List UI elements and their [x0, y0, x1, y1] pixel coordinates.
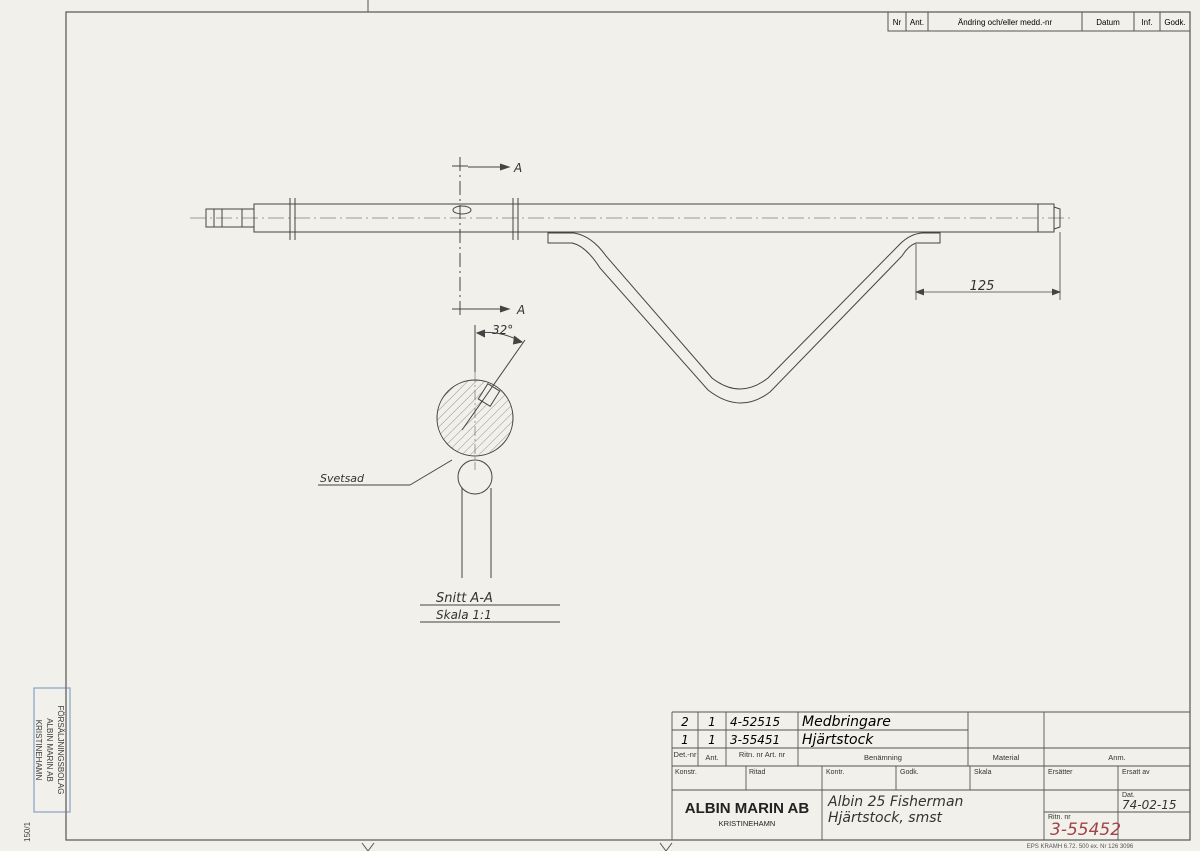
part-det: 2: [681, 715, 689, 729]
company-city: KRISTINEHAMN: [719, 819, 776, 828]
part-ant: 1: [708, 715, 716, 729]
header-ant: Ant.: [705, 753, 718, 762]
left-margin-code: 150/1: [23, 821, 32, 842]
label-ersatt-av: Ersatt av: [1122, 769, 1150, 776]
section-label-top: A: [513, 161, 522, 175]
stamp-line2: ALBIN MARIN AB: [45, 718, 54, 782]
label-ritn-nr: Ritn. nr: [1048, 814, 1071, 821]
header-name: Benämning: [864, 753, 902, 762]
footer-print-info: EPS KRAMH 6.72. 500 ex. Nr 126 3096: [1027, 844, 1134, 850]
part-ant: 1: [708, 733, 716, 747]
header-material: Material: [993, 753, 1020, 762]
part-ritn: 4-52515: [730, 715, 780, 729]
part-ritn: 3-55451: [730, 733, 780, 747]
label-konstr: Konstr.: [675, 769, 697, 776]
header-ritn: Ritn. nr Art. nr: [739, 750, 786, 759]
part-det: 1: [681, 733, 689, 747]
rev-header-ant: Ant.: [910, 18, 924, 27]
stamp-line3: KRISTINEHAMN: [34, 720, 43, 781]
header-anm: Anm.: [1108, 753, 1126, 762]
parts-list: [671, 711, 1190, 840]
center-mark-bottom: [361, 842, 375, 851]
drawing-frame: [65, 11, 1191, 841]
header-det: Det.-nr: [674, 750, 697, 759]
label-godk: Godk.: [900, 769, 919, 776]
section-label-bottom: A: [516, 303, 525, 317]
rev-header-godk: Godk.: [1164, 18, 1185, 27]
label-ersatter: Ersätter: [1048, 769, 1073, 776]
label-ritad: Ritad: [749, 769, 765, 776]
label-kontr: Kontr.: [826, 769, 844, 776]
rev-header-inf: Inf.: [1141, 18, 1152, 27]
parts-row-1: 1 1 3-55451 Hjärtstock: [681, 732, 874, 748]
dimension-label: 125: [970, 279, 995, 294]
parts-list-headers: Det.-nr Ant. Ritn. nr Art. nr Benämning …: [674, 750, 1126, 762]
parts-row-2: 2 1 4-52515 Medbringare: [681, 714, 891, 730]
label-skala: Skala: [974, 769, 992, 776]
shaft-side-view: [190, 198, 1070, 240]
revision-table: Nr Ant. Ändring och/eller medd.-nr Datum…: [887, 11, 1191, 32]
drawing-number: 3-55452: [1050, 820, 1121, 840]
v-bracket: [547, 232, 941, 404]
section-view: [318, 325, 560, 623]
fold-mark-bottom: [659, 842, 673, 851]
company-stamp: FÖRSÄLJNINGSBOLAG ALBIN MARIN AB KRISTIN…: [33, 687, 71, 813]
drawing-date: 74-02-15: [1122, 798, 1176, 812]
label-dat: Dat.: [1122, 792, 1135, 799]
drawing-title-line2: Hjärtstock, smst: [828, 810, 943, 826]
company-name: ALBIN MARIN AB: [685, 800, 810, 817]
dimension-125: [914, 232, 1062, 300]
rev-header-nr: Nr: [893, 18, 902, 27]
section-scale: Skala 1:1: [436, 608, 492, 622]
title-block: [672, 766, 1190, 840]
title-block-labels: Konstr. Ritad Kontr. Godk. Skala Ersätte…: [675, 769, 1150, 821]
weld-label: Svetsad: [320, 472, 365, 485]
stamp-line1: FÖRSÄLJNINGSBOLAG: [56, 706, 65, 795]
part-name: Medbringare: [802, 714, 891, 730]
section-title: Snitt A-A: [436, 591, 493, 606]
rev-header-change: Ändring och/eller medd.-nr: [958, 18, 1053, 27]
angle-label: 32°: [492, 323, 513, 337]
part-name: Hjärtstock: [802, 732, 874, 748]
drawing-title-line1: Albin 25 Fisherman: [827, 794, 963, 810]
section-cut-line: [452, 157, 511, 318]
rev-header-date: Datum: [1096, 18, 1120, 27]
